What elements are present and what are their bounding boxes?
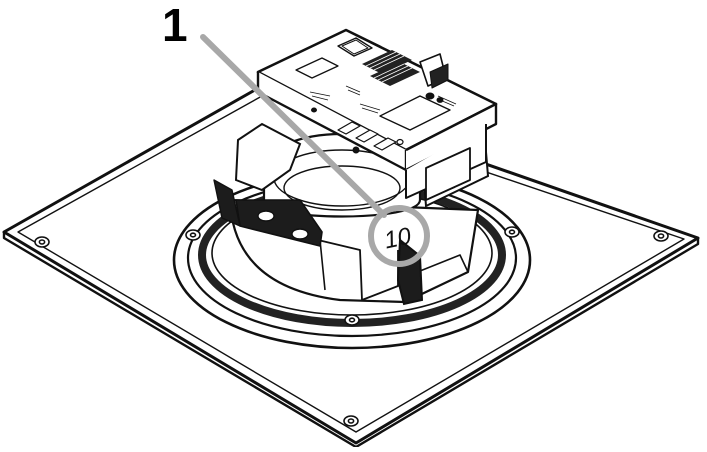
dip-switch-grid	[362, 50, 420, 86]
callout-number: 1	[162, 0, 188, 51]
electronics-box	[256, 28, 498, 201]
leader-line	[200, 34, 387, 218]
callout-ring	[368, 205, 430, 267]
callout-marking: 10	[382, 222, 414, 254]
corner-screws	[34, 230, 669, 427]
